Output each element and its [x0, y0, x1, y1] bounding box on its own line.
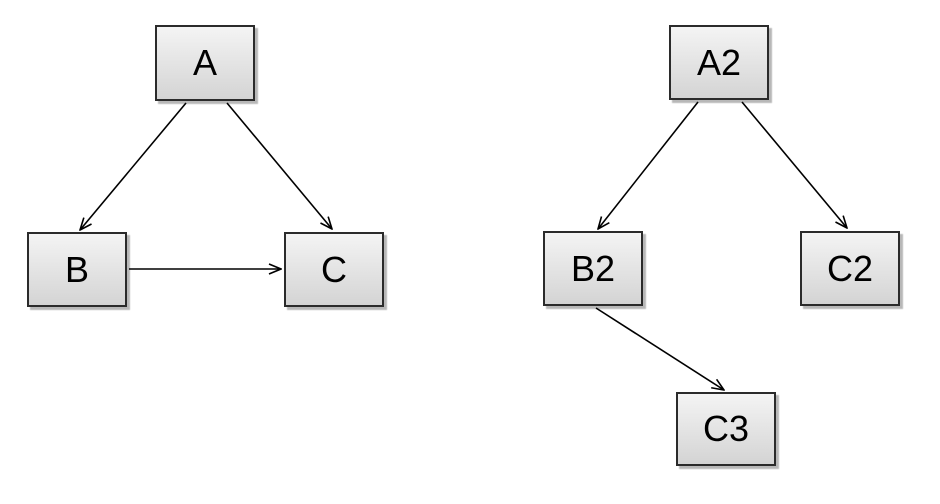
- edge-A-C: [226, 102, 332, 229]
- node-B2-label: B2: [570, 247, 616, 289]
- node-C3-label: C3: [702, 408, 750, 449]
- edge-A2-B2: [598, 101, 699, 229]
- node-B-label: B: [64, 248, 89, 290]
- edge-A-B: [80, 102, 187, 230]
- edge-A2-C2: [741, 101, 847, 228]
- node-A2-label: A2: [696, 41, 742, 83]
- node-C2-label: C2: [826, 247, 874, 289]
- node-A: A: [155, 25, 255, 101]
- node-C3: C3: [676, 392, 776, 466]
- node-B2: B2: [543, 231, 643, 306]
- node-C2: C2: [800, 231, 900, 306]
- node-B: B: [27, 232, 127, 307]
- node-C: C: [284, 232, 384, 307]
- node-A2: A2: [669, 25, 769, 100]
- node-C-label: C: [321, 248, 347, 290]
- node-A-label: A: [192, 42, 217, 83]
- edge-B2-C3: [595, 307, 724, 390]
